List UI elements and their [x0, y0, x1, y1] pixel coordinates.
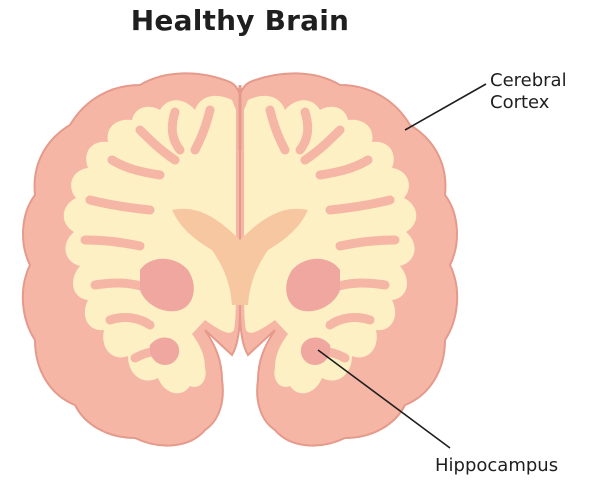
cerebral-cortex-leader-line: [405, 84, 486, 130]
left-hemisphere: [23, 73, 240, 445]
right-hemisphere: [240, 73, 457, 445]
